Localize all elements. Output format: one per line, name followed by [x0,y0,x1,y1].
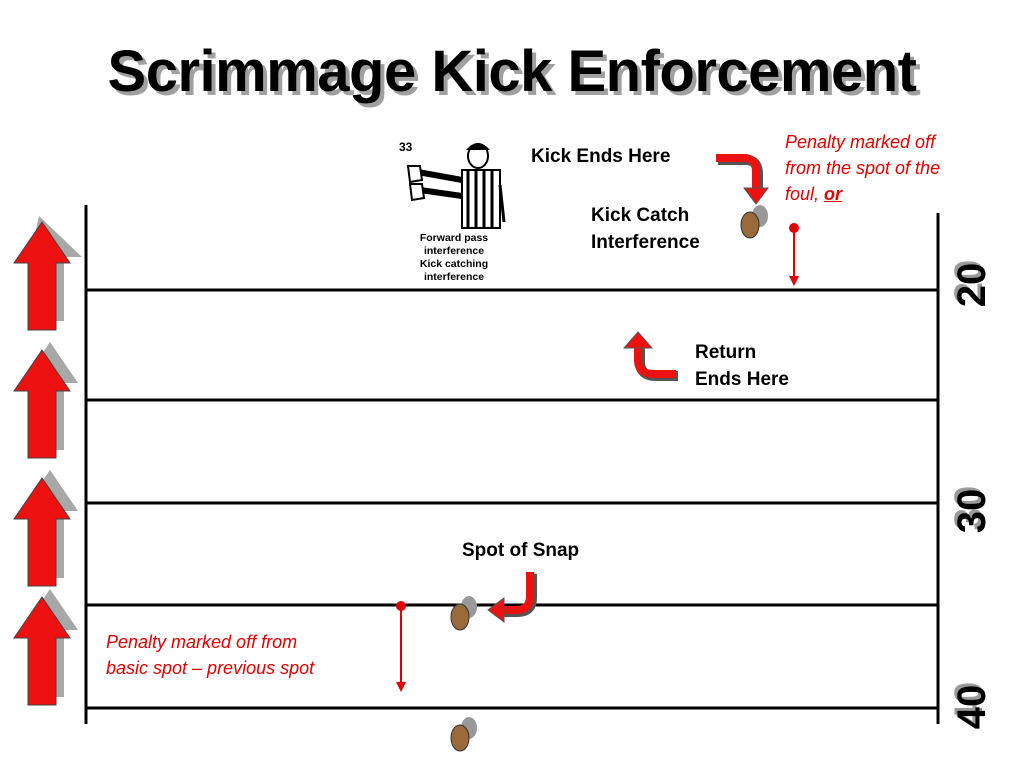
return-ends-arrow-icon [622,331,678,381]
basic-spot-note: Penalty marked off from basic spot – pre… [106,632,315,678]
return-ends-label: Return Ends Here [695,342,789,390]
yard-marker-20: 20 [950,262,994,308]
yard-marker-40: 40 [950,684,994,730]
kick-ends-label: Kick Ends Here [531,146,671,167]
spot-of-snap-arrow-icon [487,572,537,623]
spot-of-snap-label: Spot of Snap [462,540,580,561]
referee-signal-icon [406,143,506,229]
foul-spot-note: Penalty marked off from the spot of the … [785,132,941,204]
kick-catch-interference-label: Kick Catch Interference [591,205,700,253]
penalty-marker-arrow-icon [789,223,799,286]
yard-marker-30: 30 [950,488,994,534]
direction-arrow-icon [13,589,78,706]
direction-arrow-icon [13,342,78,459]
football-icon [740,211,760,239]
direction-arrow-icon [13,470,78,587]
football-icon [450,724,470,752]
football-icon [450,603,470,631]
or-emphasis: or [824,184,843,204]
signal-number: 33 [399,140,413,154]
kick-end-arrow-icon [716,154,769,205]
penalty-marker-arrow-icon [396,601,406,692]
referee-signal-caption: Forward pass interference Kick catching … [419,232,489,283]
direction-arrow-icon [13,216,82,331]
page-title: Scrimmage Kick Enforcement [107,39,917,104]
